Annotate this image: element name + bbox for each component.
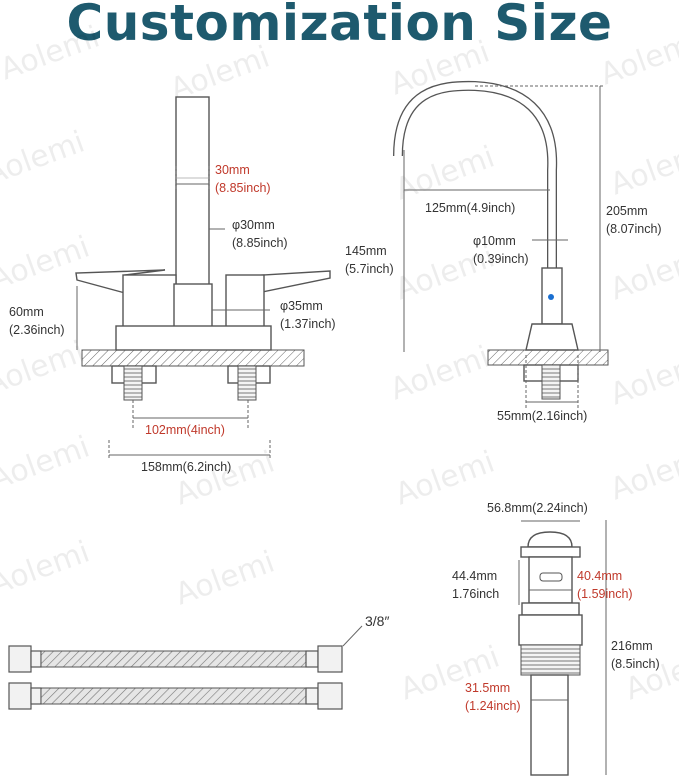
left-shank [123, 365, 143, 401]
drain-cap [527, 531, 573, 548]
watermark: Aolemi [391, 445, 499, 513]
watermark: Aolemi [396, 640, 504, 708]
spout-height-label: (5.7inch) [345, 262, 394, 276]
reach-label: 125mm(4.9inch) [425, 201, 515, 215]
watermark: Aolemi [386, 340, 494, 408]
hose-braid [40, 650, 307, 668]
pipe-diameter-label: (1.24inch) [465, 699, 521, 713]
watermark: Aolemi [171, 545, 279, 613]
spout-diameter-label: φ10mm [473, 234, 516, 248]
drain-gasket [521, 602, 580, 616]
drain-height-label: 216mm [611, 639, 653, 653]
base-diameter-label: (1.37inch) [280, 317, 336, 331]
total-height-label: 205mm [606, 204, 648, 218]
watermark: Aolemi [606, 440, 679, 508]
spout-diameter-label: φ30mm [232, 218, 275, 232]
right-shank [237, 365, 257, 401]
total-width-label: 158mm(6.2inch) [141, 460, 231, 474]
spout-diameter-label: (8.85inch) [232, 236, 288, 250]
faucet-front-view: 30mm (8.85inch) φ30mm (8.85inch) 60mm (2… [9, 96, 336, 474]
countertop [487, 349, 609, 366]
indicator-dot [548, 294, 554, 300]
height-label: (2.36inch) [9, 323, 65, 337]
drain-height-label: (8.5inch) [611, 657, 660, 671]
watermark: Aolemi [0, 230, 94, 298]
countertop [81, 349, 305, 367]
center-spacing-label: 102mm(4inch) [145, 423, 225, 437]
watermark: Aolemi [606, 240, 679, 308]
watermark: Aolemi [596, 25, 679, 93]
pop-up-drain: 56.8mm(2.24inch) 44.4mm 1.76inch 40.4mm … [452, 501, 660, 776]
tailpiece [530, 674, 569, 776]
spout-width-label: (8.85inch) [215, 181, 271, 195]
mount-shank [541, 364, 561, 400]
spout-base [173, 283, 213, 328]
height-label: 60mm [9, 305, 44, 319]
base-diameter-label: φ35mm [280, 299, 323, 313]
thread-size-label: 3/8″ [365, 613, 389, 629]
base-label: 55mm(2.16inch) [497, 409, 587, 423]
left-valve-body [122, 274, 177, 328]
watermark: Aolemi [391, 140, 499, 208]
watermark: Aolemi [0, 20, 104, 88]
spout-column [175, 96, 210, 288]
hose-nut [317, 682, 343, 710]
watermark: Aolemi [606, 345, 679, 413]
hose-nut [8, 682, 32, 710]
body-width-label: (1.59inch) [577, 587, 633, 601]
watermark: Aolemi [0, 535, 94, 603]
faucet-side-view: 125mm(4.9inch) 205mm (8.07inch) 145mm (5… [345, 80, 662, 423]
watermark: Aolemi [606, 135, 679, 203]
spout-diameter-label: (0.39inch) [473, 252, 529, 266]
pipe-diameter-label: 31.5mm [465, 681, 510, 695]
spout-height-label: 145mm [345, 244, 387, 258]
drain-thread [520, 644, 581, 676]
watermark: Aolemi [0, 125, 89, 193]
supply-hoses: 3/8″ [8, 613, 389, 710]
body-height-label: 1.76inch [452, 587, 499, 601]
body-width-label: 40.4mm [577, 569, 622, 583]
body-height-label: 44.4mm [452, 569, 497, 583]
left-handle [75, 269, 166, 294]
right-valve-body [225, 274, 265, 328]
hose-nut [317, 645, 343, 673]
drain-flange [520, 546, 581, 558]
hose-braid [40, 687, 307, 705]
page-title: Customization Size [66, 0, 613, 52]
base-plate [115, 325, 272, 351]
drain-nut [518, 614, 583, 646]
watermark: Aolemi [391, 240, 499, 308]
cap-width-label: 56.8mm(2.24inch) [487, 501, 588, 515]
overflow-slot [539, 572, 563, 582]
total-height-label: (8.07inch) [606, 222, 662, 236]
spout-width-label: 30mm [215, 163, 250, 177]
spout-flange [525, 323, 579, 351]
watermark: Aolemi [0, 335, 89, 403]
hose-nut [8, 645, 32, 673]
watermark: Aolemi [0, 430, 94, 498]
